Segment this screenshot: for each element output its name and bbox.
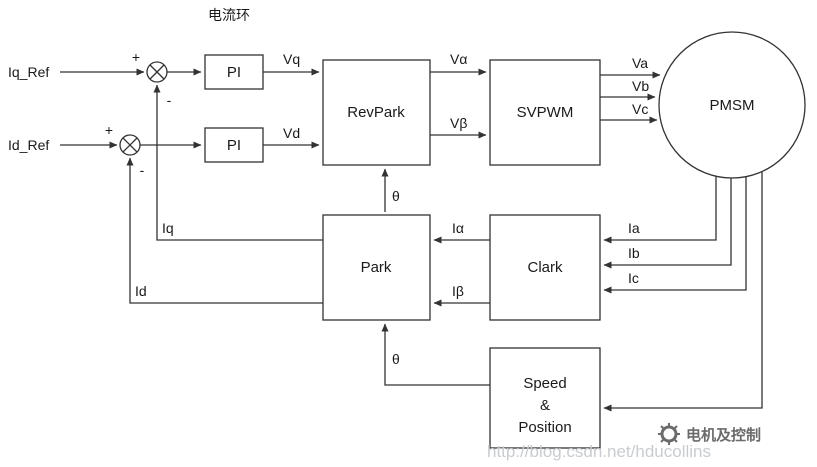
logo-tick: [660, 438, 665, 443]
signal-label-ibeta: Iβ: [452, 283, 464, 299]
signal-label-vb: Vb: [632, 78, 649, 94]
signal-label-ib: Ib: [628, 245, 640, 261]
signal-label-vbeta: Vβ: [450, 115, 467, 131]
wire-theta-to-park: [381, 323, 490, 386]
logo-tick: [673, 425, 678, 430]
signal-label-vd: Vd: [283, 125, 300, 141]
signal-label-valpha: Vα: [450, 51, 467, 67]
signal-label-theta-park: θ: [392, 351, 400, 367]
block-label-pmsm: PMSM: [710, 97, 755, 114]
wire-id-feedback: [126, 157, 323, 304]
wire-pmsm-to-speed: [603, 172, 763, 412]
block-label-revpark: RevPark: [347, 104, 405, 121]
block-park: [322, 214, 431, 321]
title-current-loop: 电流环: [208, 7, 250, 23]
signal-label-theta-revpark: θ: [392, 188, 400, 204]
block-label-speed: Speed: [523, 375, 566, 392]
block-label-amp: &: [540, 397, 550, 414]
signal-label-id: Id: [135, 283, 147, 299]
pmsm-circle: [658, 31, 806, 179]
block-revpark: [322, 59, 431, 166]
watermark: http://blog.csdn.net/hducollins 电机及控制: [487, 423, 761, 461]
block-speed-position: [489, 347, 601, 449]
signal-label-ialpha: Iα: [452, 220, 464, 236]
block-svpwm: [489, 59, 601, 166]
block-pi-d: [204, 127, 264, 163]
label-id-ref: Id_Ref: [8, 137, 49, 153]
junction-q-minus-sign: -: [167, 92, 172, 108]
logo-tick: [660, 425, 665, 430]
signal-label-vc: Vc: [632, 101, 648, 117]
block-label-svpwm: SVPWM: [517, 104, 574, 121]
block-label-park: Park: [361, 259, 392, 276]
wire-ia: [603, 176, 717, 244]
block-label-pi-q: PI: [227, 64, 241, 81]
junction-q-plus-sign: +: [132, 49, 140, 65]
block-pi-q: [204, 54, 264, 90]
block-label-position: Position: [518, 419, 571, 436]
wire-ic: [603, 176, 747, 294]
signal-label-ic: Ic: [628, 270, 639, 286]
junction-d-cross-2: [122, 137, 138, 153]
junction-d-minus-sign: -: [140, 162, 145, 178]
signal-label-iq: Iq: [162, 220, 174, 236]
signal-label-vq: Vq: [283, 51, 300, 67]
block-label-pi-d: PI: [227, 137, 241, 154]
logo-tick: [673, 438, 678, 443]
wire-iq-feedback: [153, 84, 323, 241]
block-label-clark: Clark: [527, 259, 563, 276]
watermark-brand: 电机及控制: [686, 426, 761, 444]
label-iq-ref: Iq_Ref: [8, 64, 49, 80]
watermark-url: http://blog.csdn.net/hducollins: [487, 442, 711, 461]
junction-d-plus-sign: +: [105, 122, 113, 138]
signal-label-va: Va: [632, 55, 648, 71]
block-clark: [489, 214, 601, 321]
wire-ib: [603, 178, 732, 269]
motor-logo-ring: [660, 425, 678, 443]
motor-logo-icon: [658, 423, 680, 445]
junction-q-cross-2: [149, 64, 165, 80]
signal-label-ia: Ia: [628, 220, 640, 236]
